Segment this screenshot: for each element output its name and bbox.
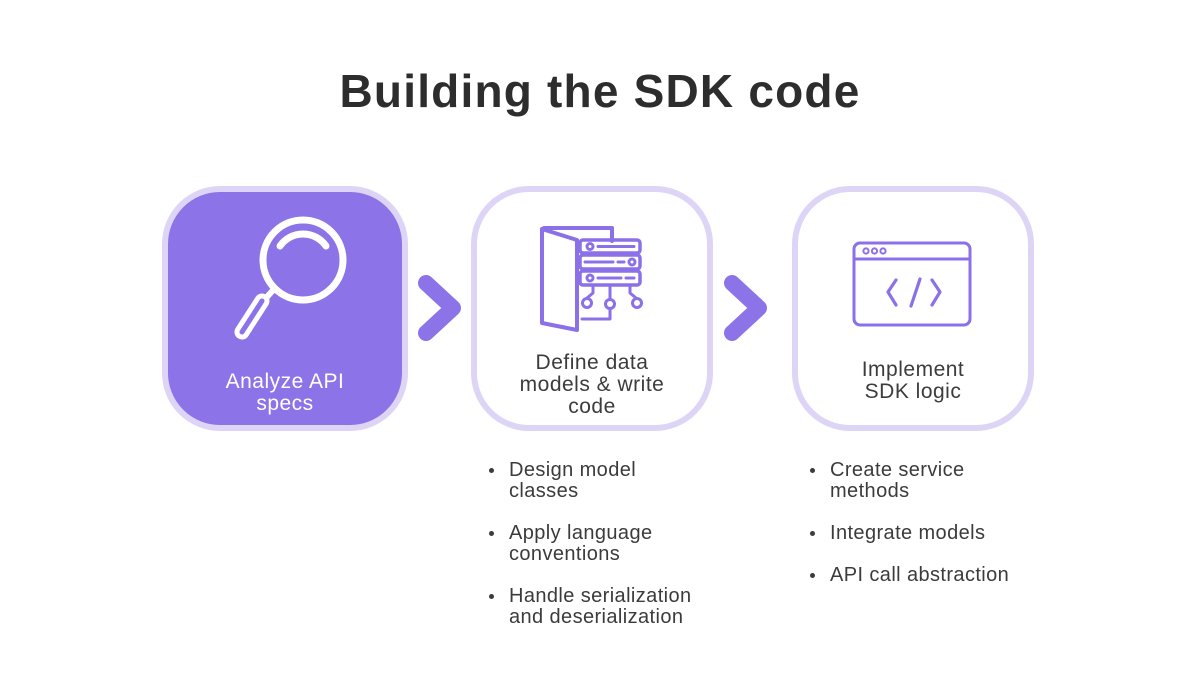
- bullet-line: Design model: [509, 459, 637, 481]
- page-title: Building the SDK code: [339, 65, 861, 117]
- step-label: Analyze API specs: [162, 371, 408, 415]
- magnifier-icon: [234, 216, 347, 340]
- step-label-line: Implement: [861, 358, 965, 381]
- step-label-line: models & write: [519, 373, 665, 396]
- step-label-line: code: [568, 395, 616, 418]
- bullet-line: conventions: [509, 543, 621, 565]
- bullet-line: API call abstraction: [830, 564, 1010, 586]
- step-label-line: Define data: [535, 351, 649, 374]
- step-card-analyze-api-specs: Analyze API specs: [162, 186, 408, 431]
- list-item: Design model classes: [488, 460, 738, 502]
- step-2-bullet-list: Design model classes Apply language conv…: [488, 460, 738, 649]
- step-label: Implement SDK logic: [792, 359, 1034, 403]
- bullet-line: methods: [830, 480, 910, 502]
- step-3-bullet-list: Create service methods Integrate models …: [809, 460, 1059, 607]
- step-label: Define data models & write code: [471, 352, 713, 418]
- door-server-icon: [540, 226, 643, 332]
- list-item: Create service methods: [809, 460, 1059, 502]
- bullet-line: and deserialization: [509, 606, 684, 628]
- list-item: Apply language conventions: [488, 523, 738, 565]
- step-label-line: SDK logic: [864, 380, 962, 403]
- chevron-right-icon: [724, 275, 767, 341]
- list-item: Integrate models: [809, 523, 1059, 544]
- step-label-line: Analyze API: [225, 370, 345, 393]
- step-card-implement-sdk-logic: Implement SDK logic: [792, 186, 1034, 431]
- step-card-define-data-models: Define data models & write code: [471, 186, 713, 431]
- browser-code-icon: [852, 241, 972, 327]
- bullet-line: Apply language: [509, 522, 653, 544]
- bullet-line: Handle serialization: [509, 585, 692, 607]
- list-item: API call abstraction: [809, 565, 1059, 586]
- bullet-line: Create service: [830, 459, 965, 481]
- step-label-line: specs: [256, 392, 314, 415]
- bullet-line: classes: [509, 480, 579, 502]
- bullet-line: Integrate models: [830, 522, 986, 544]
- list-item: Handle serialization and deserialization: [488, 586, 738, 628]
- chevron-right-icon: [418, 275, 461, 341]
